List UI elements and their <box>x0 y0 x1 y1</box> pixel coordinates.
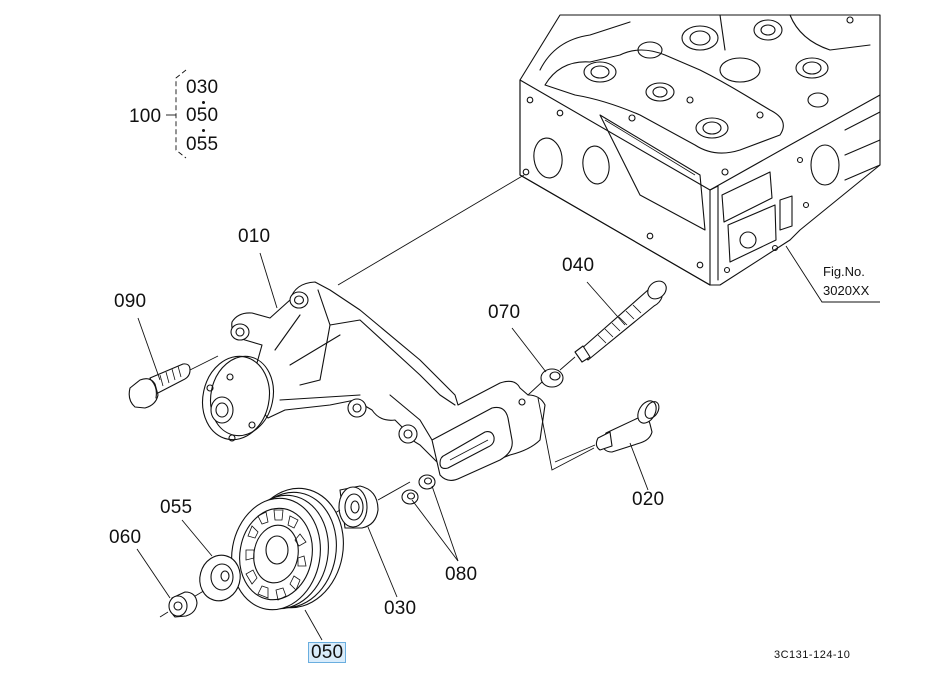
leader-040 <box>586 281 626 326</box>
spacer-030-drawing <box>338 485 379 529</box>
assembly-group-bracket <box>166 69 187 159</box>
callout-070[interactable]: 070 <box>488 302 521 323</box>
callout-leaders <box>136 252 649 641</box>
callout-030[interactable]: 030 <box>384 598 417 619</box>
leader-090 <box>137 317 161 381</box>
callout-050-selected[interactable]: 050 <box>307 642 347 663</box>
washer-055-drawing <box>199 554 241 602</box>
leader-010 <box>259 252 278 309</box>
figure-label: Fig.No. <box>823 264 865 279</box>
leader-080a <box>411 499 459 562</box>
callout-090[interactable]: 090 <box>114 291 147 312</box>
leader-055 <box>181 519 213 557</box>
drawing-code: 3C131-124-10 <box>774 649 851 661</box>
figure-number[interactable]: 3020XX <box>823 283 870 298</box>
callout-060[interactable]: 060 <box>109 527 142 548</box>
leader-060 <box>136 548 171 599</box>
assembly-parent-label: 100 <box>129 106 162 127</box>
bolt-090-drawing <box>128 355 219 409</box>
leader-080b <box>431 485 459 562</box>
callout-055[interactable]: 055 <box>160 497 193 518</box>
group-separator-dot <box>202 129 205 132</box>
assembly-child-label[interactable]: 050 <box>186 105 219 126</box>
flange-nut-060-drawing <box>159 591 198 618</box>
shoulder-bolt-020-drawing <box>554 400 660 463</box>
bracket-mount-leader <box>337 174 525 286</box>
group-separator-dot <box>202 101 205 104</box>
callout-040[interactable]: 040 <box>562 255 595 276</box>
callout-020[interactable]: 020 <box>632 489 665 510</box>
pump-bracket-drawing <box>202 281 546 481</box>
assembly-child-label[interactable]: 055 <box>186 134 219 155</box>
nut-070-drawing <box>527 368 564 396</box>
callout-010[interactable]: 010 <box>238 226 271 247</box>
cylinder-head-drawing <box>519 14 881 286</box>
callout-080[interactable]: 080 <box>445 564 478 585</box>
figure-leader-line <box>785 245 880 303</box>
pulley-050-drawing <box>231 487 344 611</box>
nuts-080-drawing <box>401 474 436 505</box>
leader-030 <box>367 526 398 598</box>
leader-020 <box>629 442 649 491</box>
leader-050 <box>304 609 323 641</box>
bolt-path-leader <box>537 397 595 471</box>
assembly-child-label[interactable]: 030 <box>186 77 219 98</box>
long-bolt-040-drawing <box>559 280 667 371</box>
leader-070 <box>511 327 547 373</box>
